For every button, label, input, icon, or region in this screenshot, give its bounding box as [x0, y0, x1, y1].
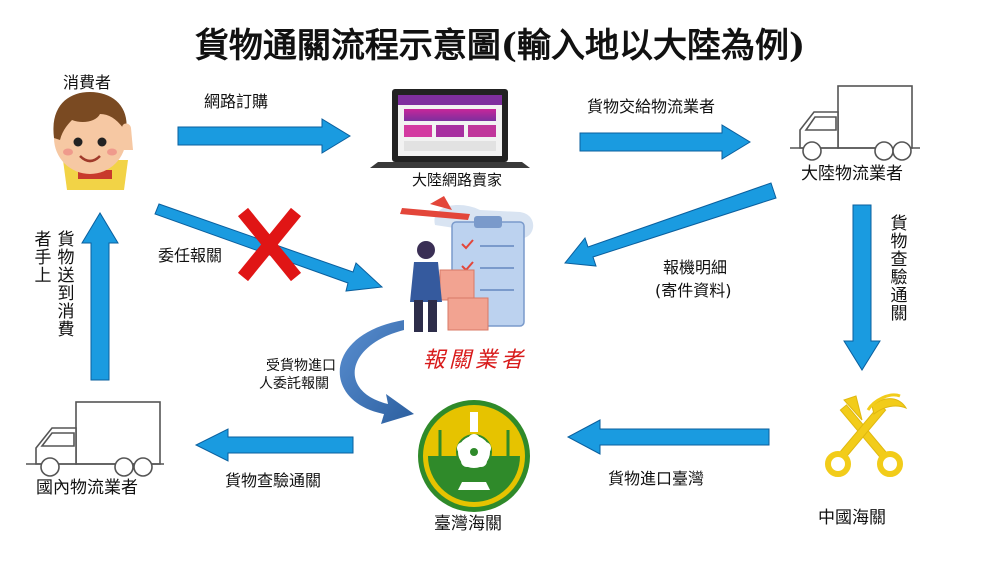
- cross-mark-icon: [237, 207, 302, 282]
- flow-clearance-label: 貨物查驗通關: [225, 471, 322, 490]
- node-china-customs-label: 中國海關: [818, 508, 886, 528]
- truck-icon: [790, 85, 920, 161]
- clipboard-worker-icon: [400, 196, 534, 332]
- flow-entrust-label: 委任報關: [158, 246, 223, 265]
- node-domestic-logistics-label: 國內物流業者: [36, 478, 138, 498]
- flow-import-label: 貨物進口臺灣: [608, 469, 705, 488]
- arrow-order: [177, 118, 351, 154]
- flow-entrusted-line2: 人委託報關: [259, 376, 329, 392]
- customs-emblem-icon: [418, 400, 530, 512]
- flow-declaration-detail-line1: 報機明細: [663, 258, 728, 277]
- child-avatar-icon: [53, 92, 133, 190]
- node-broker-label: 報關業者: [423, 348, 528, 373]
- flow-deliver-col2: 者手上: [30, 230, 51, 284]
- node-mainland-logistics-label: 大陸物流業者: [801, 164, 903, 184]
- arrow-down-clearance: [843, 204, 881, 371]
- node-mainland-seller-label: 大陸網路賣家: [412, 171, 503, 189]
- domestic-truck-icon: [26, 401, 164, 477]
- arrow-import: [566, 419, 770, 455]
- arrow-hand-to-logistics: [579, 124, 751, 160]
- flow-declaration-detail-line2: (寄件資料): [655, 281, 732, 300]
- flow-hand-to-logistics-label: 貨物交給物流業者: [587, 97, 716, 116]
- arrow-entrusted-curve: [339, 320, 414, 424]
- arrow-clearance: [194, 428, 354, 462]
- node-taiwan-customs-label: 臺灣海關: [434, 514, 502, 534]
- page-title: 貨物通關流程示意圖(輸入地以大陸為例): [194, 26, 806, 66]
- laptop-icon: [370, 89, 530, 168]
- flow-online-order-label: 網路訂購: [204, 92, 269, 111]
- node-consumer-label: 消費者: [63, 73, 112, 92]
- arrow-declaration-detail: [564, 182, 777, 267]
- flow-deliver-col1: 貨物送到消費: [53, 230, 74, 338]
- flow-inspection-clearance-vertical-label: 貨物查驗通關: [886, 214, 907, 322]
- hermes-keys-icon: [825, 393, 908, 477]
- flow-entrusted-line1: 受貨物進口: [266, 358, 336, 374]
- arrow-deliver-up: [81, 212, 119, 381]
